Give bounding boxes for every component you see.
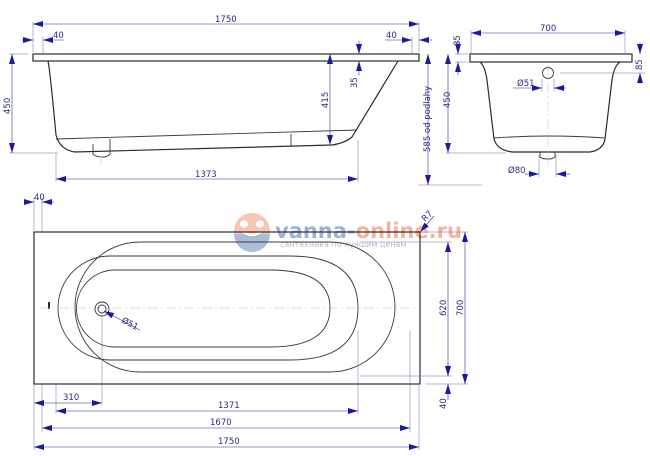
frog-logo-icon (234, 213, 270, 252)
dim-side-height: 450 (3, 98, 13, 114)
dim-plan-rim-left: 40 (34, 193, 45, 203)
side-view: 1750 40 40 450 415 35 1373 585 od podlah… (3, 15, 482, 186)
dim-floor-height: 585 od podlahy (423, 86, 433, 152)
dim-plan-drain-diameter: Ø51 (120, 315, 141, 333)
dim-end-width: 700 (540, 24, 556, 34)
dim-side-rim-right: 40 (386, 31, 397, 41)
side-bottom-line (55, 129, 358, 140)
plan-drain-outer (94, 301, 110, 317)
end-drain (539, 152, 556, 160)
side-body-outline (47, 60, 399, 153)
dim-plan-rim-bottom: 40 (439, 398, 449, 409)
plan-drain-inner (97, 304, 107, 314)
dim-end-overflow-height: 85 (635, 59, 645, 70)
side-drain (92, 139, 111, 158)
dim-plan-drain-offset: 310 (63, 393, 79, 403)
plan-inner-contour-4 (76, 269, 331, 348)
plan-view: 40 R7 Ø51 620 700 40 310 1371 (24, 193, 468, 450)
dim-side-inner-depth: 415 (321, 92, 331, 108)
end-view: 700 35 85 Ø51 450 Ø80 (443, 24, 645, 177)
plan-overflow-slot (48, 302, 50, 309)
dim-side-rim-thickness: 35 (350, 77, 360, 88)
dim-plan-inner-length-2: 1670 (210, 418, 232, 428)
end-rim (469, 53, 633, 63)
dim-end-height: 450 (443, 92, 453, 108)
dim-plan-inner-width: 620 (439, 300, 449, 316)
dim-end-rim-thickness: 35 (453, 35, 463, 46)
plan-inner-contour-3 (57, 255, 359, 361)
end-body-outline (479, 61, 621, 153)
watermark-brand: vanna-online.ru (275, 219, 462, 243)
watermark-tagline: сантехника по лучшим ценам (280, 240, 406, 249)
dim-side-bottom-length: 1373 (195, 170, 217, 180)
dim-end-drain-diameter: Ø80 (508, 165, 526, 176)
dim-end-overflow-diameter: Ø51 (517, 78, 535, 89)
dim-plan-overall-width: 700 (456, 300, 466, 316)
watermark: vanna-online.ru сантехника по лучшим цен… (234, 213, 462, 252)
plan-inner-contour-1 (74, 241, 396, 373)
side-rim (32, 53, 420, 62)
dim-side-overall-length: 1750 (215, 15, 237, 25)
dim-side-rim-left: 40 (53, 31, 64, 41)
dim-plan-overall-length: 1750 (218, 437, 240, 447)
dim-plan-inner-length-1: 1371 (218, 401, 240, 411)
